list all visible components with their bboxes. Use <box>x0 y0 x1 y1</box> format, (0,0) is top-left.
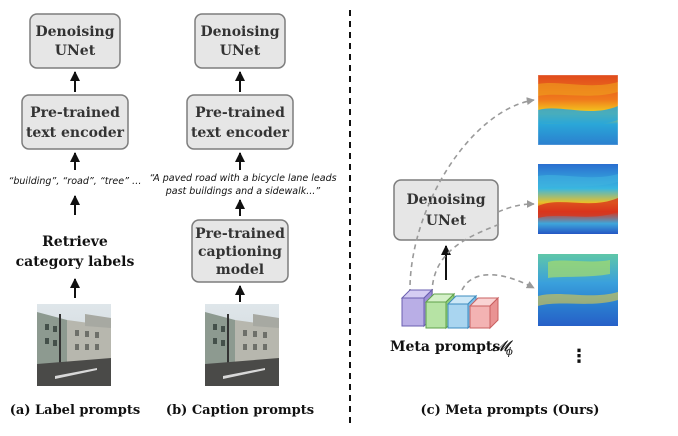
dashed-connector-4 <box>461 273 535 291</box>
panel-c: Denoising UNet <box>390 74 619 418</box>
text-encoder-box-b <box>186 94 294 150</box>
caption-c: (c) Meta prompts (Ours) <box>421 403 600 418</box>
ellipsis-vertical: ⋮ <box>570 346 588 367</box>
text-encoder-label-a-line2: text encoder <box>26 125 125 141</box>
captioning-model-label-line1: Pre-trained <box>195 226 285 242</box>
panel-a: Denoising UNet Pre-trained text encoder … <box>8 13 142 418</box>
cube-red <box>468 296 500 330</box>
dashed-connector-2 <box>497 200 535 213</box>
dashed-connector-3 <box>431 223 501 295</box>
street-photo-b <box>205 304 279 386</box>
captioning-model-label-line3: model <box>216 262 264 278</box>
denoising-unet-box-c <box>393 179 499 241</box>
captioning-model-label-line2: captioning <box>198 244 282 260</box>
retrieve-label-line1: Retrieve <box>42 234 108 250</box>
caption-b: (b) Caption prompts <box>166 403 314 418</box>
caption-sentence-line1: “A paved road with a bicycle lane leads <box>149 173 336 184</box>
caption-sentence-line2: past buildings and a sidewalk...” <box>165 186 321 197</box>
denoising-unet-label-a-line1: Denoising <box>35 24 114 40</box>
meta-prompt-cubes <box>400 288 500 330</box>
meta-symbol: 𝓜 <box>492 337 514 355</box>
denoising-unet-label-b-line2: UNet <box>220 43 261 59</box>
text-encoder-label-b-line2: text encoder <box>191 125 290 141</box>
text-encoder-label-a-line1: Pre-trained <box>30 105 120 121</box>
heatmap-1 <box>537 74 619 146</box>
heatmap-3 <box>538 254 618 326</box>
text-encoder-label-b-line1: Pre-trained <box>195 105 285 121</box>
captioning-model-box <box>191 219 289 283</box>
meta-prompts-label: Meta prompts <box>390 339 500 355</box>
meta-subscript: ϕ <box>506 347 513 358</box>
dashed-connector-1 <box>409 97 535 295</box>
denoising-unet-box-b <box>194 13 286 69</box>
denoising-unet-label-c-line1: Denoising <box>406 192 485 208</box>
denoising-unet-label-c-line2: UNet <box>426 213 467 229</box>
retrieve-label-line2: category labels <box>16 254 135 270</box>
denoising-unet-label-b-line1: Denoising <box>200 24 279 40</box>
street-photo-a <box>37 304 111 386</box>
category-label-list: “building”, “road”, “tree” … <box>8 176 141 187</box>
text-encoder-box-a <box>21 94 129 150</box>
denoising-unet-label-a-line2: UNet <box>55 43 96 59</box>
denoising-unet-box-a <box>29 13 121 69</box>
caption-a: (a) Label prompts <box>10 403 140 418</box>
heatmap-2 <box>538 164 618 234</box>
panel-b: Denoising UNet Pre-trained text encoder … <box>149 13 337 418</box>
